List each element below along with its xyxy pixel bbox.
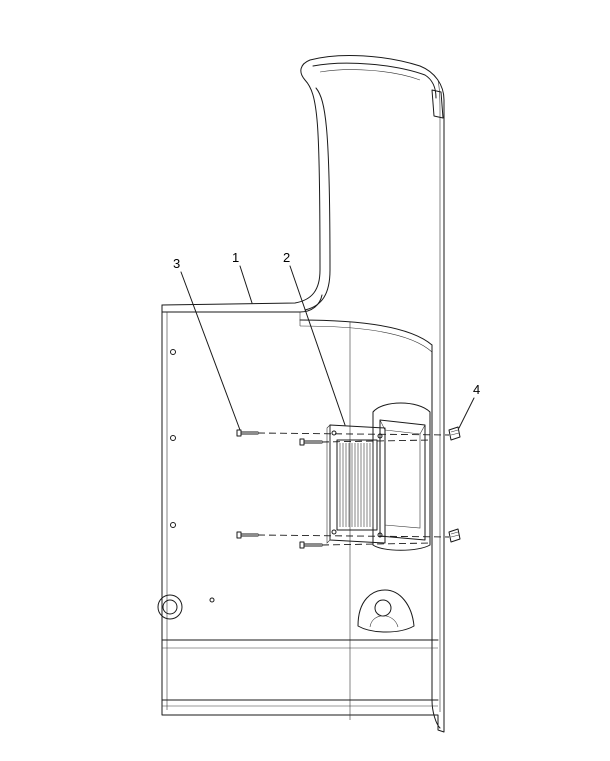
callout-3: 3 [173,256,180,271]
callout-4: 4 [473,382,480,397]
callout-1: 1 [232,250,239,265]
screws [236,429,323,549]
clips [448,426,461,543]
callout-2: 2 [283,250,290,265]
screw-upper-right [299,438,323,446]
panel-body [157,54,445,733]
leader-2 [289,265,346,426]
screw-upper-left [236,429,259,437]
leader-lines [180,265,475,431]
leader-3 [180,271,241,431]
screw-lower-left [236,531,259,539]
leader-4 [458,397,475,429]
assembly-lines [257,432,450,546]
screw-lower-right [299,541,323,549]
leader-1 [239,265,253,304]
clip-upper [448,426,461,441]
grille-plate [326,424,386,544]
panel-opening [372,402,431,551]
clip-lower [448,528,461,543]
grille-slots [339,443,374,527]
